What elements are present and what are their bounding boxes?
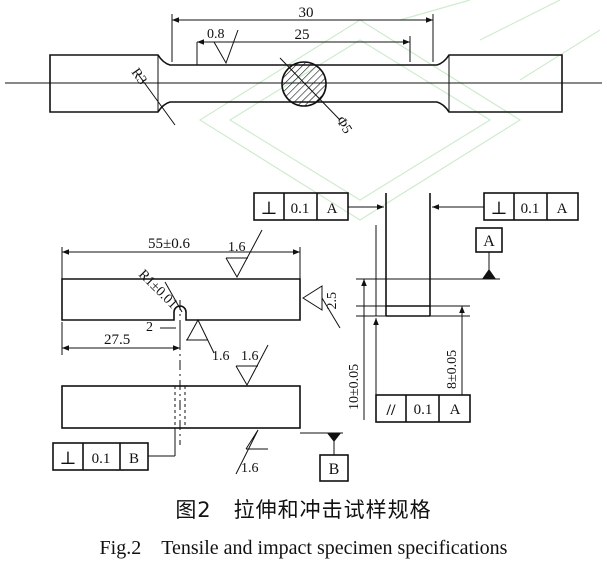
tol-bl-value: 0.1 (92, 451, 111, 467)
datum-b: B (329, 461, 340, 478)
dim-25: 25 (295, 27, 310, 43)
notch-depth: 2 (146, 320, 153, 335)
watermark (198, 0, 601, 221)
tol-bl-datum: B (129, 451, 139, 467)
diameter-leader (279, 57, 341, 121)
tol-tl-symbol: ⊥ (261, 198, 278, 218)
roughness-0.8: 0.8 (207, 27, 225, 42)
caption-english: Fig.2 Tensile and impact specimen specif… (99, 537, 508, 559)
tol-bl-symbol: ⊥ (60, 448, 77, 468)
tensile-specimen: 30 25 0.8 R3 Φ5 (5, 5, 602, 137)
tol-tr-datum: A (557, 201, 568, 217)
roughness-top: 1.6 (228, 240, 246, 255)
tensile-outline (49, 54, 563, 113)
dim-27.5: 27.5 (104, 332, 130, 348)
caption-chinese: 图2 拉伸和冲击试样规格 (175, 498, 432, 522)
r3-leader (137, 73, 176, 126)
dim-8: 8±0.05 (445, 350, 460, 389)
roughness-bottom: 1.6 (241, 461, 259, 476)
tol-tl-value: 0.1 (291, 201, 310, 217)
roughness-notch: 1.6 (212, 349, 230, 364)
impact-side-view: A 10±0.05 8±0.05 ⊥ 0.1 A ⊥ 0.1 A // 0.1 … (253, 192, 579, 423)
notch-radius: R1±0.01 (135, 267, 180, 312)
tol-tl-datum: A (327, 201, 338, 217)
tol-tr-value: 0.1 (521, 201, 540, 217)
tol-tr-symbol: ⊥ (491, 198, 508, 218)
roughness-symbol (213, 29, 239, 65)
dim-10: 10±0.05 (347, 364, 362, 410)
notch-width: 2.5 (325, 292, 340, 310)
impact-front-outline (61, 278, 301, 321)
specimen-drawing: 30 25 0.8 R3 Φ5 55±0.6 1.6 R1±0.01 2 (5, 0, 602, 482)
impact-bottom-view: 1.6 1.6 B ⊥ 0.1 B (52, 344, 349, 482)
dim-30: 30 (299, 5, 314, 21)
tol-par-value: 0.1 (414, 402, 433, 418)
datum-a: A (483, 233, 495, 250)
impact-front-view: 55±0.6 1.6 R1±0.01 2 27.5 1.6 2.5 (61, 229, 341, 364)
dim-55: 55±0.6 (148, 236, 190, 252)
tol-par-datum: A (450, 402, 461, 418)
roughness-mid: 1.6 (241, 349, 259, 364)
impact-bottom-outline (61, 385, 301, 429)
cross-section-circle (281, 61, 327, 107)
tol-par-symbol: // (386, 402, 396, 419)
diameter-5: Φ5 (333, 114, 355, 137)
